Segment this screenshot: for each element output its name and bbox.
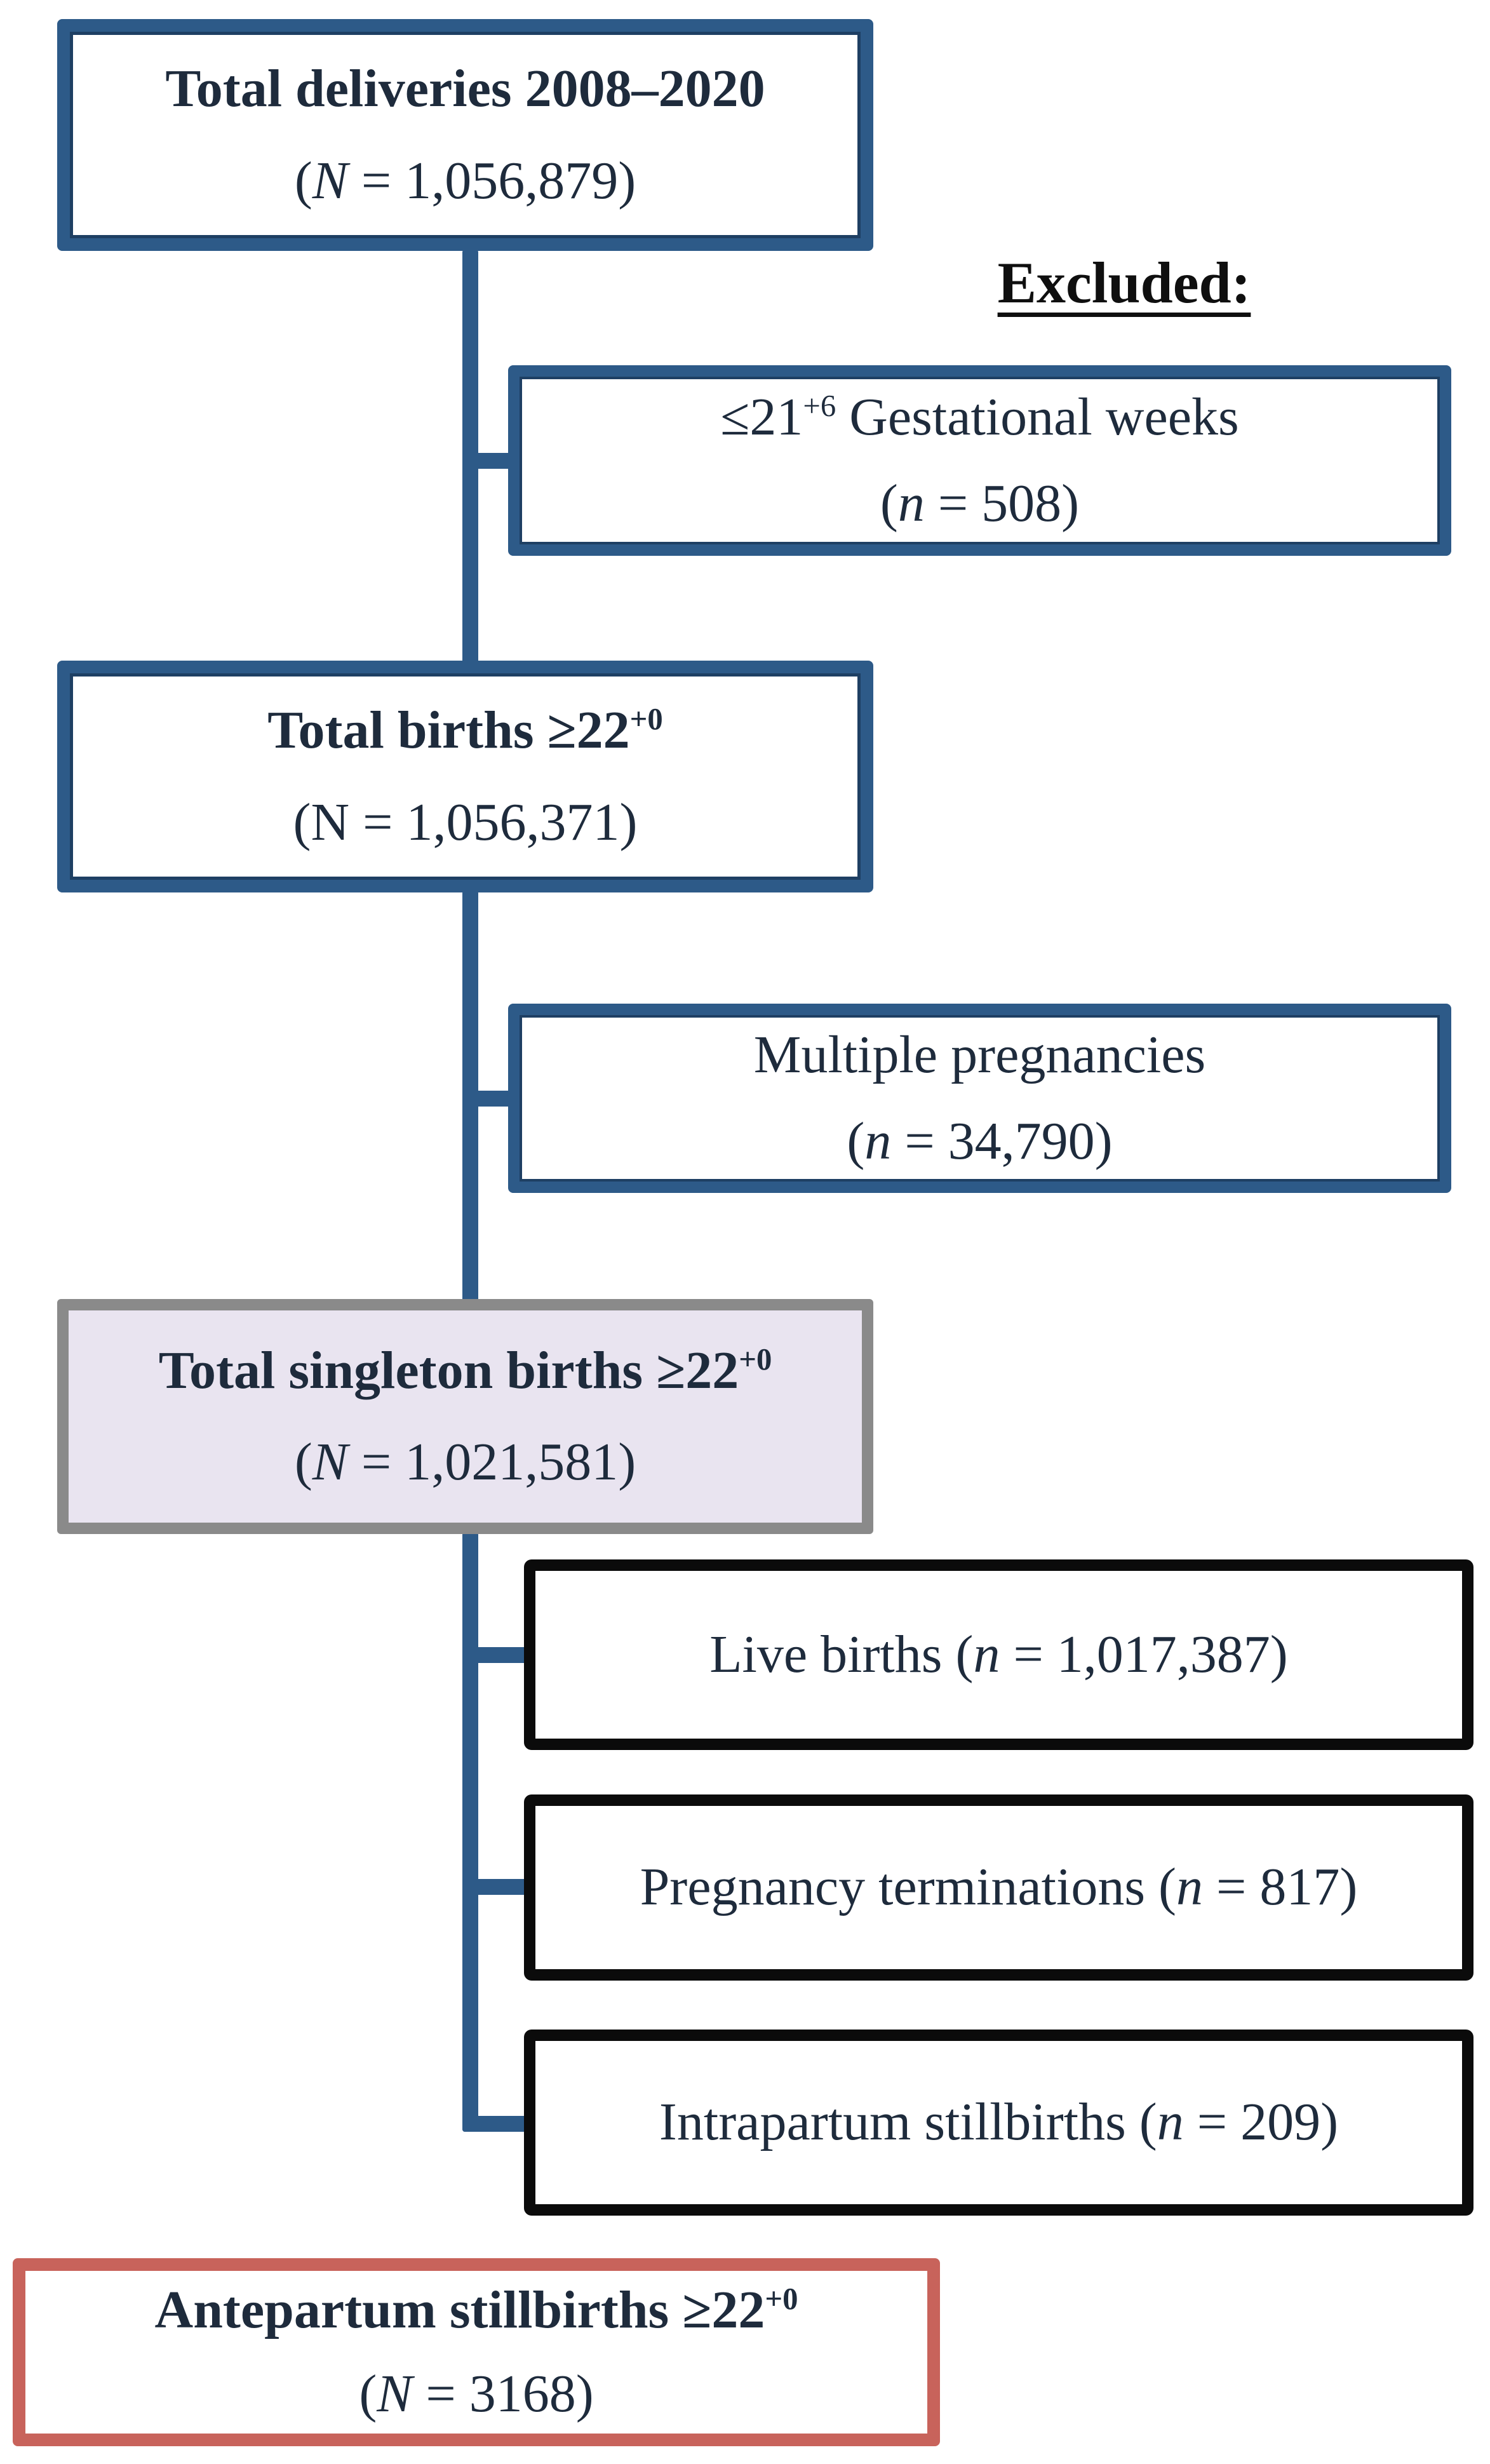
live-births-box: Live births (n = 1,017,387) <box>524 1559 1473 1750</box>
intrapartum-stillbirths-label: Intrapartum stillbirths (n = 209) <box>659 2092 1339 2152</box>
live-births-label: Live births (n = 1,017,387) <box>709 1624 1288 1684</box>
total-deliveries-count: (N = 1,056,879) <box>294 151 636 210</box>
gestational-exclusion-box: ≤21+6 Gestational weeks (n = 508) <box>508 365 1451 556</box>
multiple-pregnancies-label: Multiple pregnancies <box>753 1025 1206 1084</box>
pregnancy-terminations-label: Pregnancy terminations (n = 817) <box>640 1857 1358 1917</box>
singleton-births-box: Total singleton births ≥22+0 (N = 1,021,… <box>57 1299 873 1534</box>
pregnancy-terminations-box: Pregnancy terminations (n = 817) <box>524 1794 1473 1981</box>
singleton-births-title: Total singleton births ≥22+0 <box>158 1340 772 1400</box>
connector-vertical-3 <box>462 1532 478 2132</box>
multiple-pregnancies-count: (n = 34,790) <box>847 1112 1113 1171</box>
total-births-title: Total births ≥22+0 <box>267 701 663 760</box>
singleton-births-count: (N = 1,021,581) <box>294 1432 636 1491</box>
connector-branch-live-births <box>462 1647 534 1663</box>
multiple-pregnancies-box: Multiple pregnancies (n = 34,790) <box>508 1004 1451 1193</box>
antepartum-stillbirths-count: (N = 3168) <box>359 2364 594 2423</box>
gestational-exclusion-count: (n = 508) <box>880 474 1080 533</box>
excluded-heading: Excluded: <box>997 250 1251 315</box>
antepartum-stillbirths-box: Antepartum stillbirths ≥22+0 (N = 3168) <box>13 2258 940 2446</box>
total-deliveries-title: Total deliveries 2008–2020 <box>165 59 765 119</box>
gestational-exclusion-label: ≤21+6 Gestational weeks <box>720 387 1239 447</box>
total-births-box: Total births ≥22+0 (N = 1,056,371) <box>57 661 873 892</box>
connector-branch-intrapartum <box>462 2116 534 2132</box>
total-deliveries-box: Total deliveries 2008–2020 (N = 1,056,87… <box>57 19 873 251</box>
antepartum-stillbirths-title: Antepartum stillbirths ≥22+0 <box>154 2280 798 2339</box>
intrapartum-stillbirths-box: Intrapartum stillbirths (n = 209) <box>524 2030 1473 2216</box>
connector-branch-terminations <box>462 1879 534 1895</box>
total-births-count: (N = 1,056,371) <box>293 792 638 852</box>
